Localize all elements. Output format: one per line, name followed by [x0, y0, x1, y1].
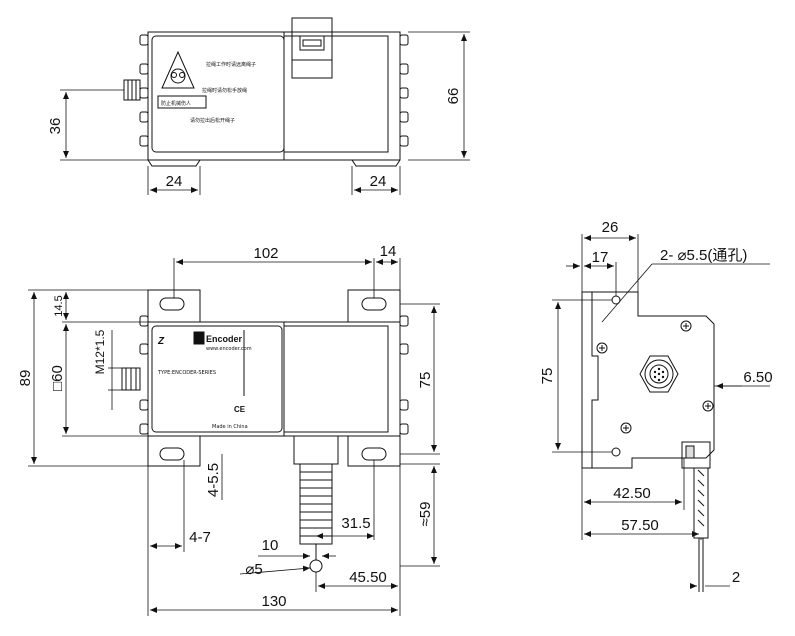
dim-front-cable-hole: 10	[262, 537, 279, 554]
dim-front-14: 14	[380, 243, 397, 260]
side-outline	[581, 291, 715, 469]
warning-line-1: 拉绳工作时请远离绳子	[206, 61, 256, 68]
dim-front-m12: M12*1.5	[93, 329, 107, 374]
dim-side-6-5: 6.50	[743, 369, 772, 386]
dim-top-side-height: 36	[47, 118, 64, 135]
dim-side-75: 75	[539, 368, 556, 385]
dim-side-42-5: 42.50	[613, 485, 651, 502]
side-hole-bottom	[611, 447, 621, 457]
side-flange	[591, 292, 599, 468]
dim-side-57-5: 57.50	[621, 517, 659, 534]
dim-front-130: 130	[261, 593, 286, 610]
dim-front-slot: 4-5.5	[205, 463, 222, 497]
warning-triangle-icon	[161, 50, 195, 89]
side-screws	[596, 320, 714, 434]
dim-side-26: 26	[602, 219, 619, 236]
top-left-bolts	[139, 34, 149, 147]
top-warning-text: 拉绳工作时请远离绳子 拉绳时请勿松手放绳 防止机械伤人 请勿拉出后松开绳子	[161, 61, 256, 124]
dim-side-2: 2	[732, 569, 740, 586]
warning-line-3: 防止机械伤人	[161, 100, 191, 107]
brand-logo-mark	[193, 331, 205, 345]
warning-line-4: 请勿拉出后松开绳子	[190, 117, 235, 124]
front-cable-ring	[309, 559, 323, 573]
side-connector-hex	[639, 355, 679, 393]
dim-side-17: 17	[592, 249, 609, 266]
front-label-plate	[151, 325, 283, 433]
dim-top-height: 66	[445, 88, 462, 105]
dim-front-102: 102	[253, 245, 278, 262]
dim-front-75: 75	[417, 372, 434, 389]
brand-zpe-mark: Z	[157, 336, 165, 347]
ce-mark: CE	[234, 405, 246, 414]
front-body	[147, 321, 401, 437]
top-right-bolts	[399, 34, 409, 147]
dim-front-square: □60	[49, 365, 66, 391]
brand-name: Encoder	[206, 334, 243, 344]
dim-top-left-foot: 24	[166, 173, 183, 190]
made-in-china: Made in China	[212, 424, 248, 430]
front-dim-lines	[28, 258, 440, 616]
front-label-text: Z Encoder www.encoder.com TYPE:ENCODER-S…	[157, 334, 252, 430]
warning-line-2: 拉绳时请勿松手放绳	[202, 87, 247, 94]
dim-front-31-5: 31.5	[341, 515, 370, 532]
top-dim-lines	[60, 31, 470, 195]
top-cable-outlet	[291, 17, 333, 79]
dim-front-14-5: 14.5	[53, 295, 65, 316]
dim-top-right-foot: 24	[370, 173, 387, 190]
top-label-plate	[151, 35, 285, 153]
front-slot-bottom-right	[361, 447, 387, 461]
dim-side-holes: 2- ⌀5.5(通孔)	[660, 247, 747, 264]
dim-front-cable-len: ≈59	[417, 502, 434, 527]
side-view	[581, 291, 715, 592]
dim-front-45-5: 45.50	[349, 569, 387, 586]
label-model: TYPE:ENCODER-SERIES	[157, 370, 216, 376]
front-view	[121, 289, 409, 573]
top-view	[123, 17, 409, 167]
brand-url: www.encoder.com	[206, 346, 252, 352]
front-slot-top-left	[159, 297, 185, 311]
dim-front-hole-dia: ⌀5	[245, 561, 262, 578]
dim-front-89: 89	[17, 370, 34, 387]
side-connector-pins	[653, 367, 665, 382]
top-right-foot	[351, 159, 401, 167]
front-spring-coils	[300, 471, 332, 537]
side-dim-lines	[552, 234, 770, 589]
front-slot-bottom-left	[159, 447, 185, 461]
top-left-foot	[147, 159, 201, 167]
front-cable-outlet	[293, 435, 339, 465]
front-slot-top-right	[361, 297, 387, 311]
dim-front-slot-w: 4-7	[189, 529, 211, 546]
